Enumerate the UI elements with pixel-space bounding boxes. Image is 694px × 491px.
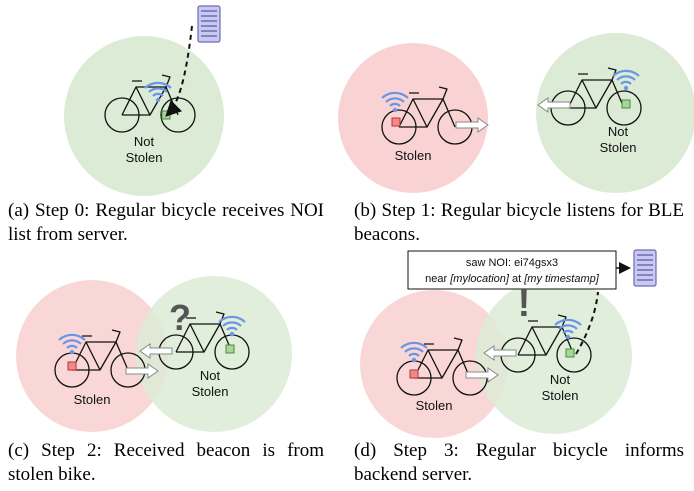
panel-b: Stolen Not Stolen [338,33,694,193]
not-stolen-label-line1: Not [200,368,221,383]
message-location: [mylocation] [449,273,510,285]
not-stolen-label-line1: Not [608,124,629,139]
not-stolen-zone [64,36,224,196]
caption-c: (c) Step 2: Received beacon is from stol… [8,440,324,485]
panel-d: ! saw NOI: ei74gsx3 near [mylocation] at… [360,249,657,438]
message-box [407,250,617,290]
server-link [575,291,599,355]
panel-c: ? Stolen Not Stolen [16,276,292,432]
stolen-label: Stolen [395,148,432,163]
chip-icon [391,117,401,127]
chip-icon [409,369,419,379]
arrow-icon [537,97,571,113]
caption-b: (b) Step 1: Regular bicycle listens for … [354,200,684,245]
stolen-zone [16,280,168,432]
not-stolen-zone [136,276,292,432]
caption-a: (a) Step 0: Regular bicycle receives NOI… [8,200,324,245]
arrow-icon [465,367,499,383]
not-stolen-label-line2: Stolen [192,384,229,399]
stolen-label: Stolen [416,398,453,413]
exclamation-mark: ! [518,283,531,325]
not-stolen-label-line1: Not [550,372,571,387]
message-mid: at [509,273,524,285]
not-stolen-label-line2: Stolen [600,140,637,155]
server-icon [633,249,657,287]
bike-label-line2: Stolen [126,150,163,165]
chip-icon [565,348,575,358]
stolen-label: Stolen [74,392,111,407]
message-prefix: near [425,273,450,285]
not-stolen-zone [536,33,694,193]
arrow-icon [483,345,517,361]
server-icon [197,5,221,43]
arrow-icon [455,117,489,133]
panel-a: Not Stolen [64,5,224,196]
message-line1: saw NOI: ei74gsx3 [466,257,558,269]
not-stolen-label-line2: Stolen [542,388,579,403]
arrow-icon [139,343,173,359]
chip-icon [225,344,235,354]
chip-icon [621,99,631,109]
arrow-icon [125,363,159,379]
caption-d: (d) Step 3: Regular bicycle informs back… [354,440,684,485]
question-mark: ? [169,297,191,338]
bike-label-line1: Not [134,134,155,149]
chip-icon [67,361,77,371]
message-line2: near [mylocation] at [my timestamp] [425,273,600,285]
server-link [165,25,193,117]
message-timestamp: [my timestamp] [523,273,600,285]
stolen-zone [360,290,508,438]
